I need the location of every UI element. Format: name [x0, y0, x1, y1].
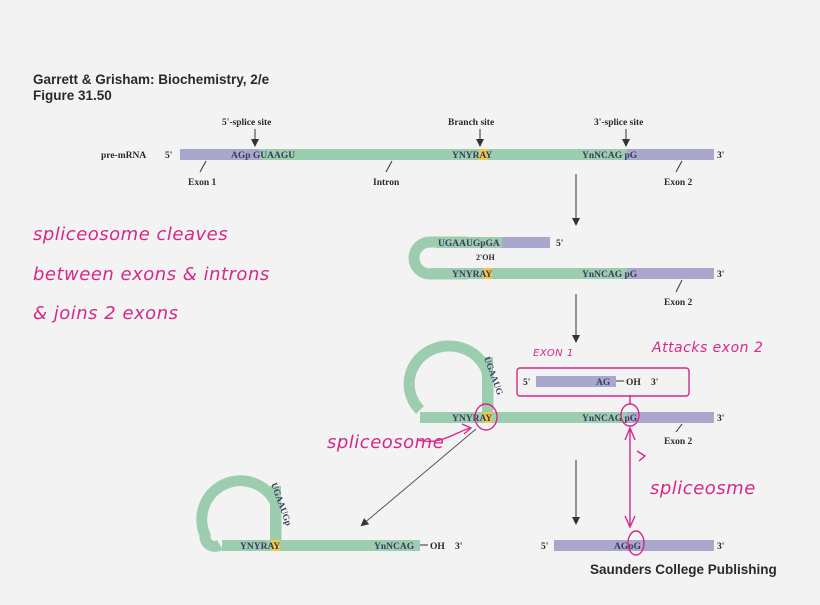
- pre-mrna-splice5-seq: AGp GUAAGU: [231, 151, 295, 161]
- exon2-pointer-1: [675, 160, 683, 173]
- row3-ag-seq: AG: [596, 378, 611, 388]
- branch-a-circle: [474, 403, 498, 431]
- branch-site-label: Branch site: [448, 118, 494, 128]
- step3-arrow-diag: [360, 428, 477, 527]
- pre-mrna-three-prime: 3': [717, 151, 724, 161]
- lariat-loop-2: [408, 236, 468, 280]
- intron-label: Intron: [373, 178, 400, 188]
- pre-mrna-intron-bar: [260, 149, 627, 160]
- spliceosome-right-annotation: spliceosme: [650, 478, 756, 499]
- row2-branch-a: [483, 268, 492, 279]
- spliceosome-left-arrowhead: [461, 423, 473, 435]
- figure-number: Figure 31.50: [33, 88, 112, 103]
- lariat-stem-3: [482, 357, 493, 413]
- lariat-loop-4: [196, 475, 282, 552]
- annotation-line-2: between exons & introns: [33, 264, 270, 285]
- pre-mrna-exon2-bar: [627, 149, 714, 160]
- publisher-credit: Saunders College Publishing: [590, 562, 777, 577]
- row3-oh-label: OH: [626, 378, 641, 388]
- row3-exon2-bar: [627, 412, 714, 423]
- row3-exon1-three-prime: 3': [651, 378, 658, 388]
- exon2-pointer-2: [675, 279, 683, 293]
- pre-mrna-branch-seq: YNYRAY: [452, 151, 492, 161]
- lariat-stem-4: [270, 486, 281, 546]
- exon2-label-1: Exon 2: [664, 178, 692, 188]
- row2-ugaaug-seq: UGAAUGpGA: [438, 239, 500, 249]
- row2-exon2-bar: [627, 268, 714, 279]
- row3-intron-bar: [420, 412, 627, 423]
- exon2-label-3: Exon 2: [664, 437, 692, 447]
- three-splice-site-label: 3'-splice site: [594, 118, 643, 128]
- exon1-label: Exon 1: [188, 178, 216, 188]
- exon1-pointer: [199, 160, 207, 173]
- figure-source-title: Garrett & Grisham: Biochemistry, 2/e: [33, 72, 270, 87]
- row2-main-intron-bar: [430, 268, 627, 279]
- exon2-label-2: Exon 2: [664, 298, 692, 308]
- junction-circle: [627, 530, 645, 556]
- row4-yn-seq: YnNCAG: [374, 542, 415, 552]
- row4-oh-label: OH: [430, 542, 445, 552]
- spliceosome-right-tick: [636, 450, 647, 462]
- exon1-annotation: EXON 1: [533, 348, 574, 359]
- spliceosome-right-down-arrowhead: [624, 515, 636, 529]
- row3-exon1-bar: [536, 376, 616, 387]
- pre-mrna-exon1-bar: [180, 149, 260, 160]
- annotation-line-1: spliceosome cleaves: [33, 224, 229, 245]
- spliceosome-right-up-arrowhead: [624, 426, 636, 441]
- pre-mrna-label: pre-mRNA: [101, 151, 146, 161]
- row3-splice3-seq: YnNCAG pG: [582, 414, 638, 424]
- row4-branch-a: [271, 540, 280, 551]
- annotation-line-3: & joins 2 exons: [33, 303, 179, 324]
- row4-branch-seq: YNYRAY: [240, 542, 280, 552]
- row2-intron-bar: [436, 237, 502, 248]
- exon2-pointer-3: [675, 423, 683, 433]
- two-oh-label: 2'OH: [476, 253, 495, 262]
- row2-branch-seq: YNYRAY: [452, 270, 492, 280]
- row3-branch-seq: YNYRAY: [452, 414, 492, 424]
- row3-branch-a: [483, 412, 492, 423]
- mrna-exon2-bar: [634, 540, 714, 551]
- lariat-loop-3: [403, 340, 494, 414]
- row3-five-prime: 5': [523, 378, 530, 388]
- row3-three-prime: 3': [717, 414, 724, 424]
- intron-pointer: [385, 160, 393, 173]
- pre-mrna-five-prime: 5': [165, 151, 172, 161]
- attacks-exon2-annotation: Attacks exon 2: [652, 340, 764, 356]
- row2-five-prime: 5': [556, 239, 563, 249]
- row4-three-prime: 3': [455, 542, 462, 552]
- row2-exon1-bar: [466, 237, 550, 248]
- spliceosome-left-arrow: [417, 427, 471, 443]
- mrna-five-prime: 5': [541, 542, 548, 552]
- mrna-three-prime: 3': [717, 542, 724, 552]
- row2-splice3-seq: YnNCAG pG: [582, 270, 638, 280]
- mrna-exon1-bar: [554, 540, 634, 551]
- five-splice-site-label: 5'-splice site: [222, 118, 271, 128]
- pre-mrna-splice3-seq: YnNCAG pG: [582, 151, 638, 161]
- spliceosome-left-annotation: spliceosome: [327, 432, 445, 453]
- pre-mrna-branch-a: [479, 149, 488, 160]
- row2-three-prime: 3': [717, 270, 724, 280]
- exon1-highlight-box: [516, 367, 690, 397]
- row4-intron-bar: [222, 540, 420, 551]
